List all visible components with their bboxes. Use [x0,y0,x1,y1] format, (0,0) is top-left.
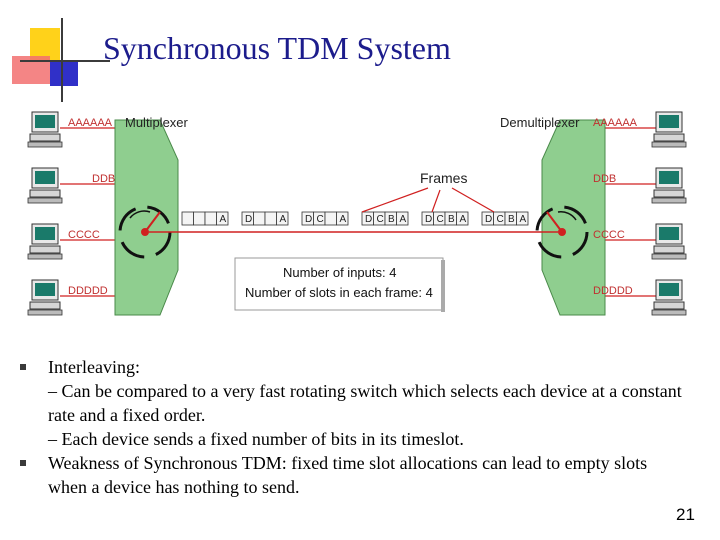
sub-bullet-item: – Can be compared to a very fast rotatin… [20,379,690,427]
output-computer-icon [651,223,687,260]
info-box-shadow [441,260,445,312]
frame-slot-label: D [485,214,492,225]
frame-slot [216,211,229,226]
frame-slot-label: D [425,214,432,225]
bullet-text: Weakness of Synchronous TDM: fixed time … [48,453,648,497]
bullet-item: Interleaving: [20,355,690,379]
bullet-text: Interleaving: [48,357,140,377]
demux-switch-arm [546,211,563,233]
mux-switch-hub [141,228,149,236]
page-number: 21 [676,505,695,524]
input-data-label: CCCC [68,229,100,241]
mux-switch-arm [144,211,161,233]
frame-slot-label: D [305,214,312,225]
info-slots-text: Number of slots in each frame: 4 [245,285,433,300]
frame-slot [181,211,194,226]
demux-switch-hub [558,228,566,236]
frame-slot-label: D [365,214,372,225]
frame-slot-label: B [508,214,515,225]
frames-label: Frames [420,170,467,186]
frame-slot [324,211,337,226]
info-inputs-text: Number of inputs: 4 [283,265,396,280]
frame-slot-label: B [388,214,395,225]
multiplexer-label: Multiplexer [125,115,189,130]
deco-horizontal-line [20,60,110,62]
frame-slot-label: A [460,214,467,225]
input-data-label: AAAAAA [68,117,113,129]
frame-slot-label: A [220,214,227,225]
frame-slot-label: B [448,214,455,225]
frame-slot [193,211,206,226]
bullet-item: Weakness of Synchronous TDM: fixed time … [20,451,690,499]
frame-slot [336,211,349,226]
frame: A [181,211,229,226]
frame-slot-label: A [400,214,407,225]
info-box [234,257,444,311]
frame-slot-label: A [340,214,347,225]
multiplexer-box [114,119,179,316]
mux-rotation-arrow [129,210,151,219]
frame-slot [516,211,529,226]
frame-slot-label: C [317,214,324,225]
frame-slot-label: C [377,214,384,225]
frame-slot [456,211,469,226]
output-data-label: AAAAAA [593,117,638,129]
page-title: Synchronous TDM System [103,30,451,66]
frame-slot-label: D [245,214,252,225]
output-computer-icon [651,279,687,316]
input-computer-icon [27,279,63,316]
frame-slot [396,211,409,226]
demultiplexer-label: Demultiplexer [500,115,580,130]
frame-slot-label: A [280,214,287,225]
output-data-label: CCCC [593,229,625,241]
output-data-label: DDB [593,173,616,185]
input-data-label: DDB [92,173,115,185]
bullet-text: – Can be compared to a very fast rotatin… [48,381,682,425]
frame-slot [276,211,289,226]
frame-slot-label: C [497,214,504,225]
frame-slot [204,211,217,226]
input-computer-icon [27,167,63,204]
bullet-list: Interleaving: – Can be compared to a very… [20,355,690,499]
bullet-marker-icon [20,364,26,370]
frame-slot-label: C [437,214,444,225]
frame-slot [253,211,266,226]
input-computer-icon [27,111,63,148]
input-data-label: DDDDD [68,285,108,297]
bullet-text: – Each device sends a fixed number of bi… [48,429,464,449]
sub-bullet-item: – Each device sends a fixed number of bi… [20,427,690,451]
demux-rotating-switch [535,205,589,259]
output-computer-icon [651,167,687,204]
frame-slot-label: A [520,214,527,225]
bullet-marker-icon [20,460,26,466]
deco-blue-block [50,60,78,86]
demux-rotation-arrow [557,211,577,221]
output-data-label: DDDDD [593,285,633,297]
input-computer-icon [27,223,63,260]
frame-slot [264,211,277,226]
frames-arrows [361,187,495,213]
output-computer-icon [651,111,687,148]
